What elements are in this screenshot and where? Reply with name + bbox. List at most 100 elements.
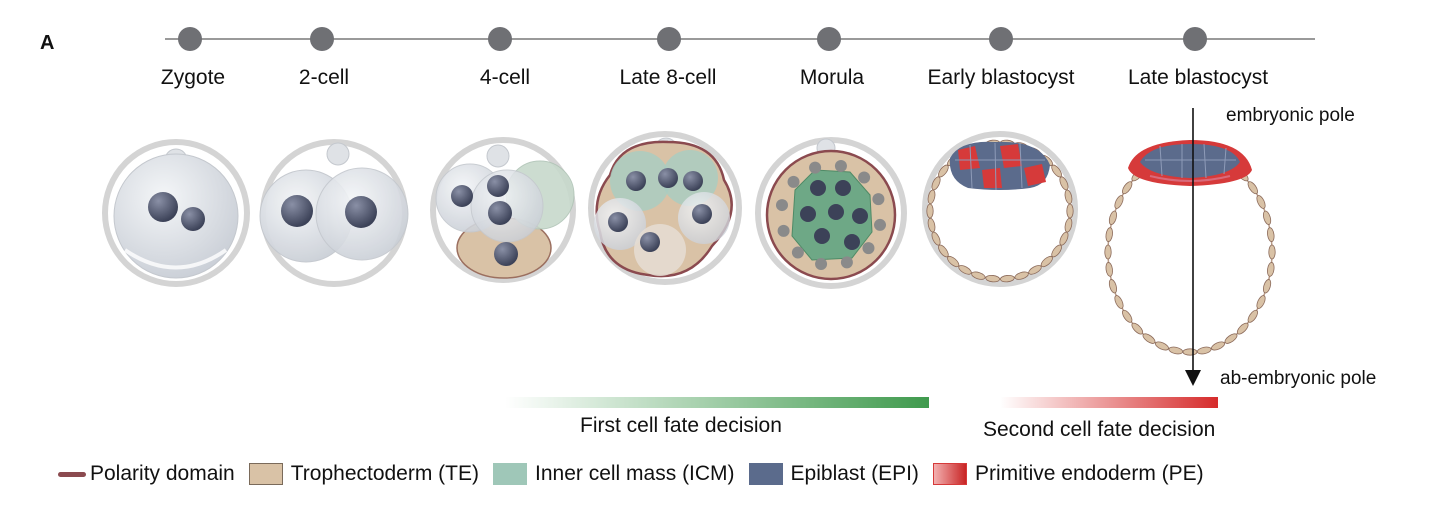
te-cell [1051,244,1062,258]
te-nucleus [777,224,790,237]
timeline-node-7 [1183,27,1207,51]
te-cell [1267,227,1275,242]
nucleus [345,196,377,228]
te-cell [1268,244,1276,260]
te-cell [1122,181,1133,195]
legend-swatch [748,463,783,485]
te-cell [1247,181,1258,195]
te-cell [1014,271,1029,280]
te-cell [1262,210,1272,225]
legend-item-te: Trophectoderm (TE) [248,462,479,486]
early-blastocyst-embryo [922,131,1078,287]
legend-label: Inner cell mass (ICM) [535,462,735,485]
te-nucleus [874,218,887,231]
legend-swatch [493,463,528,485]
te-cell [1247,309,1258,323]
legend-swatch [248,463,283,485]
nucleus [800,206,816,222]
te-cell [1105,262,1113,277]
nucleus [658,168,678,188]
te-nucleus [834,159,847,172]
nucleus [451,185,473,207]
te-cell [1267,262,1275,277]
te-cell [1224,333,1238,344]
nucleus [814,228,830,244]
te-cell [1262,279,1272,294]
te-cell [1211,341,1225,351]
te-cell [1168,346,1184,355]
legend-label: Epiblast (EPI) [790,462,919,485]
nucleus [148,192,178,222]
panel-label: A [40,32,55,54]
morula-embryo [755,137,907,289]
legend-item-polarity: Polarity domain [58,462,235,486]
te-nucleus [872,193,885,206]
te-nucleus [791,246,804,259]
te-cell [1155,341,1169,351]
timeline-node-2 [310,27,334,51]
te-nucleus [787,175,800,188]
stage-label-late-blastocyst: Late blastocyst [1127,66,1269,89]
nucleus [844,234,860,250]
te-cell [1142,333,1156,344]
nucleus [810,180,826,196]
te-cell [1236,322,1249,335]
legend-item-icm: Inner cell mass (ICM) [493,462,735,486]
nucleus [608,212,628,232]
legend-label: Polarity domain [90,462,235,485]
te-cell [1182,348,1198,356]
timeline-nodes [178,27,1207,51]
timeline-node-3 [488,27,512,51]
nucleus [640,232,660,252]
te-cell [958,265,972,275]
te-nucleus [862,242,875,255]
late-blastocyst-embryo [1104,140,1276,356]
embryonic-pole-label: embryonic pole [1226,105,1355,126]
nucleus [626,171,646,191]
second-decision-label: Second cell fate decision [983,418,1216,441]
timeline-node-4 [657,27,681,51]
te-cell [1196,346,1212,355]
abembryonic-pole-label: ab-embryonic pole [1220,368,1377,389]
timeline-node-1 [178,27,202,51]
nucleus [181,207,205,231]
stage-label-early-blastocyst: Early blastocyst [927,66,1075,89]
te-nucleus [840,256,853,269]
stage-label-4-cell: 4-cell [479,66,531,89]
te-cell [1131,322,1144,335]
te-cell [926,203,934,219]
legend-swatch [58,471,86,477]
te-cell [1114,295,1124,309]
te-cell [1105,227,1113,242]
nucleus [488,201,512,225]
te-cell [1028,265,1042,275]
te-nucleus [775,199,788,212]
late-eight-cell-embryo [588,131,742,285]
te-cell [1108,210,1118,225]
stage-label-2-cell: 2-cell [298,66,350,89]
te-cell [1114,195,1124,209]
legend-swatch [932,463,967,485]
te-cell [971,271,986,280]
te-nucleus [815,258,828,271]
nucleus [835,180,851,196]
legend: Polarity domain Trophectoderm (TE) Inner… [58,462,1218,486]
four-cell-embryo [430,137,576,283]
stage-label-zygote: Zygote [160,66,226,89]
legend-item-pe: Primitive endoderm (PE) [932,462,1204,486]
nucleus [692,204,712,224]
zygote-embryo [102,139,250,287]
timeline-node-6 [989,27,1013,51]
te-cell [1066,203,1074,219]
te-nucleus [809,161,822,174]
first-decision-label: First cell fate decision [580,414,782,437]
te-nucleus [858,171,871,184]
te-cell [1108,279,1118,294]
legend-item-epi: Epiblast (EPI) [748,462,919,486]
nucleus [494,242,518,266]
te-cell [1040,255,1053,268]
te-cell [1122,309,1133,323]
te-cell [1064,189,1073,205]
